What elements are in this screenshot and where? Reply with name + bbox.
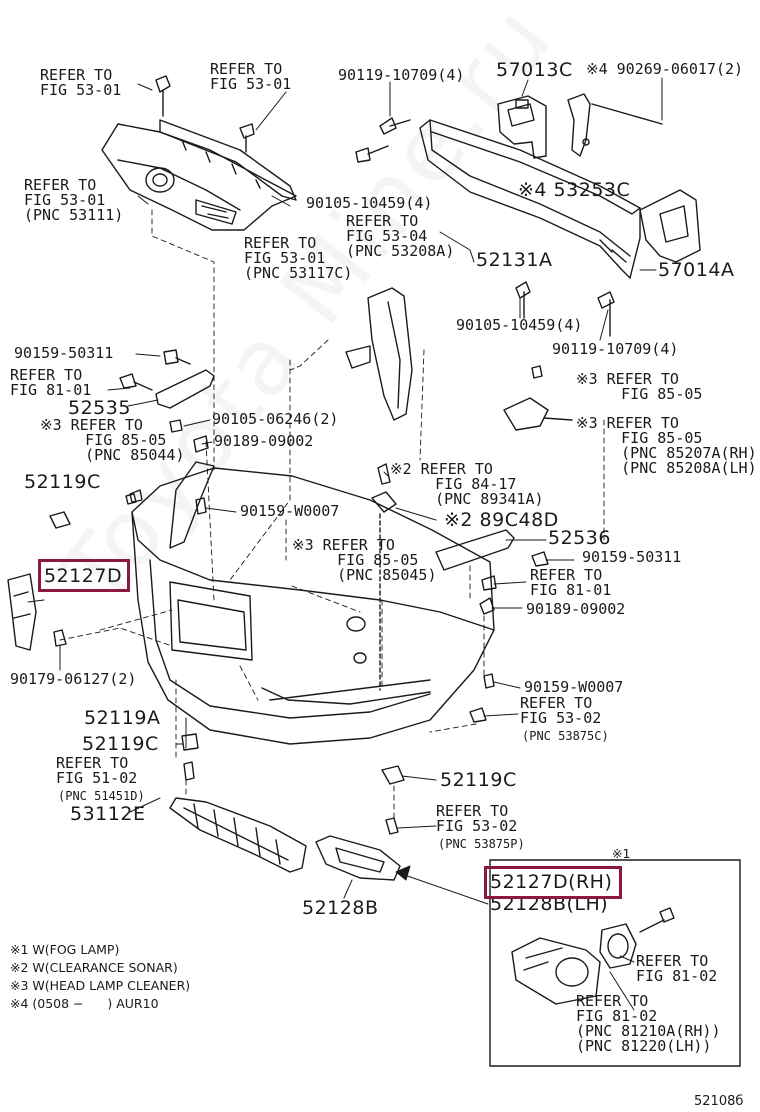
callout-label: 90159-W0007 bbox=[524, 678, 624, 696]
callout-label: REFER TO FIG 53-02 bbox=[520, 694, 602, 727]
callout-label: REFER TO FIG 53-01 (PNC 53111) bbox=[24, 176, 124, 224]
highlight-box-52127d bbox=[38, 559, 130, 592]
callout-label: ※2 REFER TO FIG 84-17 (PNC 89341A) bbox=[390, 460, 544, 508]
side-retainer bbox=[345, 287, 413, 421]
callout-label: REFER TO FIG 81-01 bbox=[10, 366, 92, 399]
callout-label: 52536 bbox=[548, 527, 611, 549]
callout-label: (PNC 51451D) bbox=[58, 789, 145, 803]
callout-label: (PNC 53875P) bbox=[438, 837, 525, 851]
sonar-parts bbox=[371, 463, 397, 691]
callout-label: REFER TO FIG 81-02 (PNC 81210A(RH)) (PNC… bbox=[576, 992, 721, 1055]
diagram-code: 52108б bbox=[694, 1094, 744, 1109]
bracket-57013c bbox=[497, 95, 547, 159]
callout-label: 57014A bbox=[658, 259, 735, 281]
bracket-52535 bbox=[119, 349, 215, 409]
callout-label: 57013C bbox=[496, 59, 573, 81]
small-fasteners bbox=[49, 419, 495, 835]
bracket-52536 bbox=[435, 529, 549, 615]
callout-label: 90105-06246(2) bbox=[212, 410, 339, 428]
callout-label: 52128B bbox=[302, 897, 379, 919]
callout-label: 52127D(RH) bbox=[490, 871, 613, 893]
callout-label: REFER TO FIG 53-04 (PNC 53208A) bbox=[346, 212, 455, 260]
callout-label: 90119-10709(4) bbox=[552, 340, 679, 358]
callout-label: ※1 bbox=[612, 846, 631, 861]
callout-label: REFER TO FIG 81-02 bbox=[636, 952, 718, 985]
side-cover-52127d bbox=[7, 573, 37, 651]
callout-label: REFER TO FIG 53-01 (PNC 53117C) bbox=[244, 234, 353, 282]
radiator-grille bbox=[101, 123, 297, 231]
leader-lines bbox=[27, 77, 663, 1011]
callout-label: ※3 REFER TO FIG 85-05 bbox=[576, 370, 703, 403]
stay-53253c bbox=[567, 93, 663, 157]
callout-label: REFER TO FIG 53-01 bbox=[210, 60, 292, 93]
upper-bolts bbox=[155, 75, 615, 337]
callout-label: (PNC 53875C) bbox=[522, 729, 609, 743]
callout-label: 52119C bbox=[440, 769, 517, 791]
callout-label: 52119C bbox=[82, 733, 159, 755]
bracket-57014a bbox=[639, 189, 701, 263]
callout-label: ※4 (0508 − ) AUR10 bbox=[10, 996, 159, 1011]
callout-label: ※2 W(CLEARANCE SONAR) bbox=[10, 960, 178, 975]
callout-label: 90159-50311 bbox=[582, 548, 682, 566]
callout-label: 90159-50311 bbox=[14, 344, 114, 362]
callout-label: 90189-09002 bbox=[526, 600, 626, 618]
callout-label: 52127D bbox=[44, 565, 123, 587]
callout-label: 52535 bbox=[68, 397, 131, 419]
callout-label: REFER TO FIG 81-01 bbox=[530, 566, 612, 599]
callout-label: 90119-10709(4) bbox=[338, 66, 465, 84]
callout-label: REFER TO FIG 53-01 bbox=[40, 66, 122, 99]
callout-label: 90189-09002 bbox=[214, 432, 314, 450]
grille-garnish bbox=[159, 119, 297, 201]
callout-label: REFER TO FIG 53-02 bbox=[436, 802, 518, 835]
inset-box bbox=[489, 859, 741, 1067]
callout-label: REFER TO FIG 51-02 bbox=[56, 754, 138, 787]
bumper-reinforcement bbox=[419, 119, 641, 279]
callout-label: ※2 89C48D bbox=[444, 509, 559, 531]
callout-label: 52119C bbox=[24, 471, 101, 493]
callout-label: ※3 REFER TO FIG 85-05 (PNC 85045) bbox=[292, 536, 437, 584]
callout-label: ※4 90269-06017(2) bbox=[586, 60, 744, 78]
highlight-box-52127d-rh bbox=[484, 866, 622, 899]
callout-label: ※3 W(HEAD LAMP CLEANER) bbox=[10, 978, 191, 993]
callout-label: ※1 W(FOG LAMP) bbox=[10, 942, 120, 957]
callout-label: 52131A bbox=[476, 249, 553, 271]
callout-label: 90105-10459(4) bbox=[456, 316, 583, 334]
callout-label: 52119A bbox=[84, 707, 161, 729]
callout-label: 90159-W0007 bbox=[240, 502, 340, 520]
callout-label: ※3 REFER TO FIG 85-05 (PNC 85044) bbox=[40, 416, 185, 464]
dashed-guides bbox=[59, 209, 605, 819]
callout-label: 90179-06127(2) bbox=[10, 670, 137, 688]
callout-label: 90105-10459(4) bbox=[306, 194, 433, 212]
callout-label: 52128B(LH) bbox=[490, 893, 609, 915]
callout-label: ※3 REFER TO FIG 85-05 (PNC 85207A(RH) (P… bbox=[576, 414, 757, 477]
callout-label: 53112E bbox=[70, 803, 146, 825]
bumper-cover bbox=[129, 461, 495, 745]
callout-label: ※4 53253C bbox=[518, 179, 631, 201]
fog-cover-52128b bbox=[315, 835, 401, 881]
lower-grille bbox=[169, 797, 307, 873]
headlamp-cleaner-parts bbox=[503, 365, 573, 431]
